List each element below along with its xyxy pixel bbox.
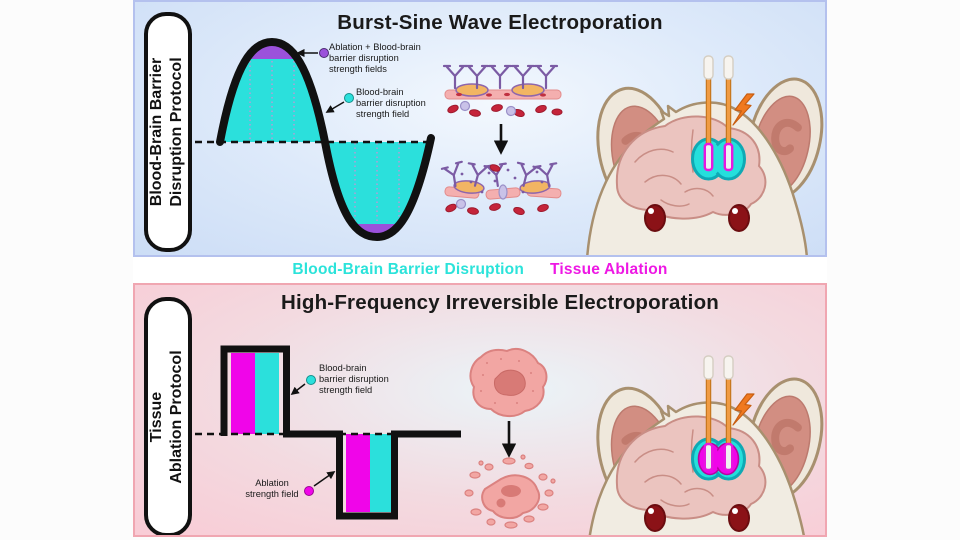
bbb-annotation-arrow bbox=[325, 101, 345, 113]
combo-field-annotation: Ablation + Blood-brain barrier disruptio… bbox=[329, 42, 421, 74]
bbb-intact-illustration bbox=[440, 64, 563, 216]
bbb-field-annotation: Blood-brain barrier disruption strength … bbox=[356, 87, 426, 119]
legend-bbb-label: Blood-Brain Barrier Disruption bbox=[292, 261, 525, 278]
legend-ablation-label: Tissue Ablation bbox=[550, 261, 668, 278]
ablation-field-zone bbox=[691, 437, 746, 481]
ablated-cell bbox=[464, 454, 556, 529]
bbb-field-dot bbox=[306, 375, 316, 385]
ablation-protocol-panel: High-Frequency Irreversible Electroporat… bbox=[133, 283, 827, 537]
ablation-field-dot bbox=[304, 486, 314, 496]
burst-sine-waveform bbox=[195, 37, 435, 242]
cell-ablation-illustration bbox=[464, 347, 556, 529]
bbb-protocol-panel: Burst-Sine Wave Electroporation Blood-Br… bbox=[133, 0, 827, 257]
hfire-waveform bbox=[195, 345, 461, 520]
top-panel-title: Burst-Sine Wave Electroporation bbox=[337, 11, 663, 34]
graphical-abstract: Burst-Sine Wave Electroporation Blood-Br… bbox=[133, 0, 827, 537]
color-legend: Blood-Brain Barrier Disruption Tissue Ab… bbox=[133, 257, 827, 283]
ablation-annotation-arrow bbox=[313, 471, 336, 487]
ablation-field-annotation: Ablation strength field bbox=[245, 478, 299, 499]
bbb-protocol-label: Blood-Brain Barrier Disruption Protocol bbox=[144, 12, 192, 252]
bbb-disrupted-illustration bbox=[440, 160, 562, 216]
hfire-panel-graphics bbox=[195, 345, 827, 537]
bbb-annotation-arrow bbox=[290, 383, 306, 396]
bbb-protocol-label-text: Blood-Brain Barrier Disruption Protocol bbox=[148, 57, 185, 207]
mouse-head-illustration bbox=[585, 56, 827, 257]
combo-field-dot bbox=[319, 48, 329, 58]
bbb-field-zone bbox=[691, 137, 746, 181]
ablation-protocol-label-text: Tissue Ablation Protocol bbox=[148, 350, 185, 484]
bbb-field-annotation: Blood-brain barrier disruption strength … bbox=[319, 363, 389, 395]
ablation-protocol-label: Tissue Ablation Protocol bbox=[144, 297, 192, 535]
mouse-head-illustration bbox=[585, 356, 827, 537]
bbb-field-dot bbox=[344, 93, 354, 103]
bottom-panel-title: High-Frequency Irreversible Electroporat… bbox=[280, 291, 720, 314]
bbb-panel-graphics bbox=[195, 37, 827, 257]
